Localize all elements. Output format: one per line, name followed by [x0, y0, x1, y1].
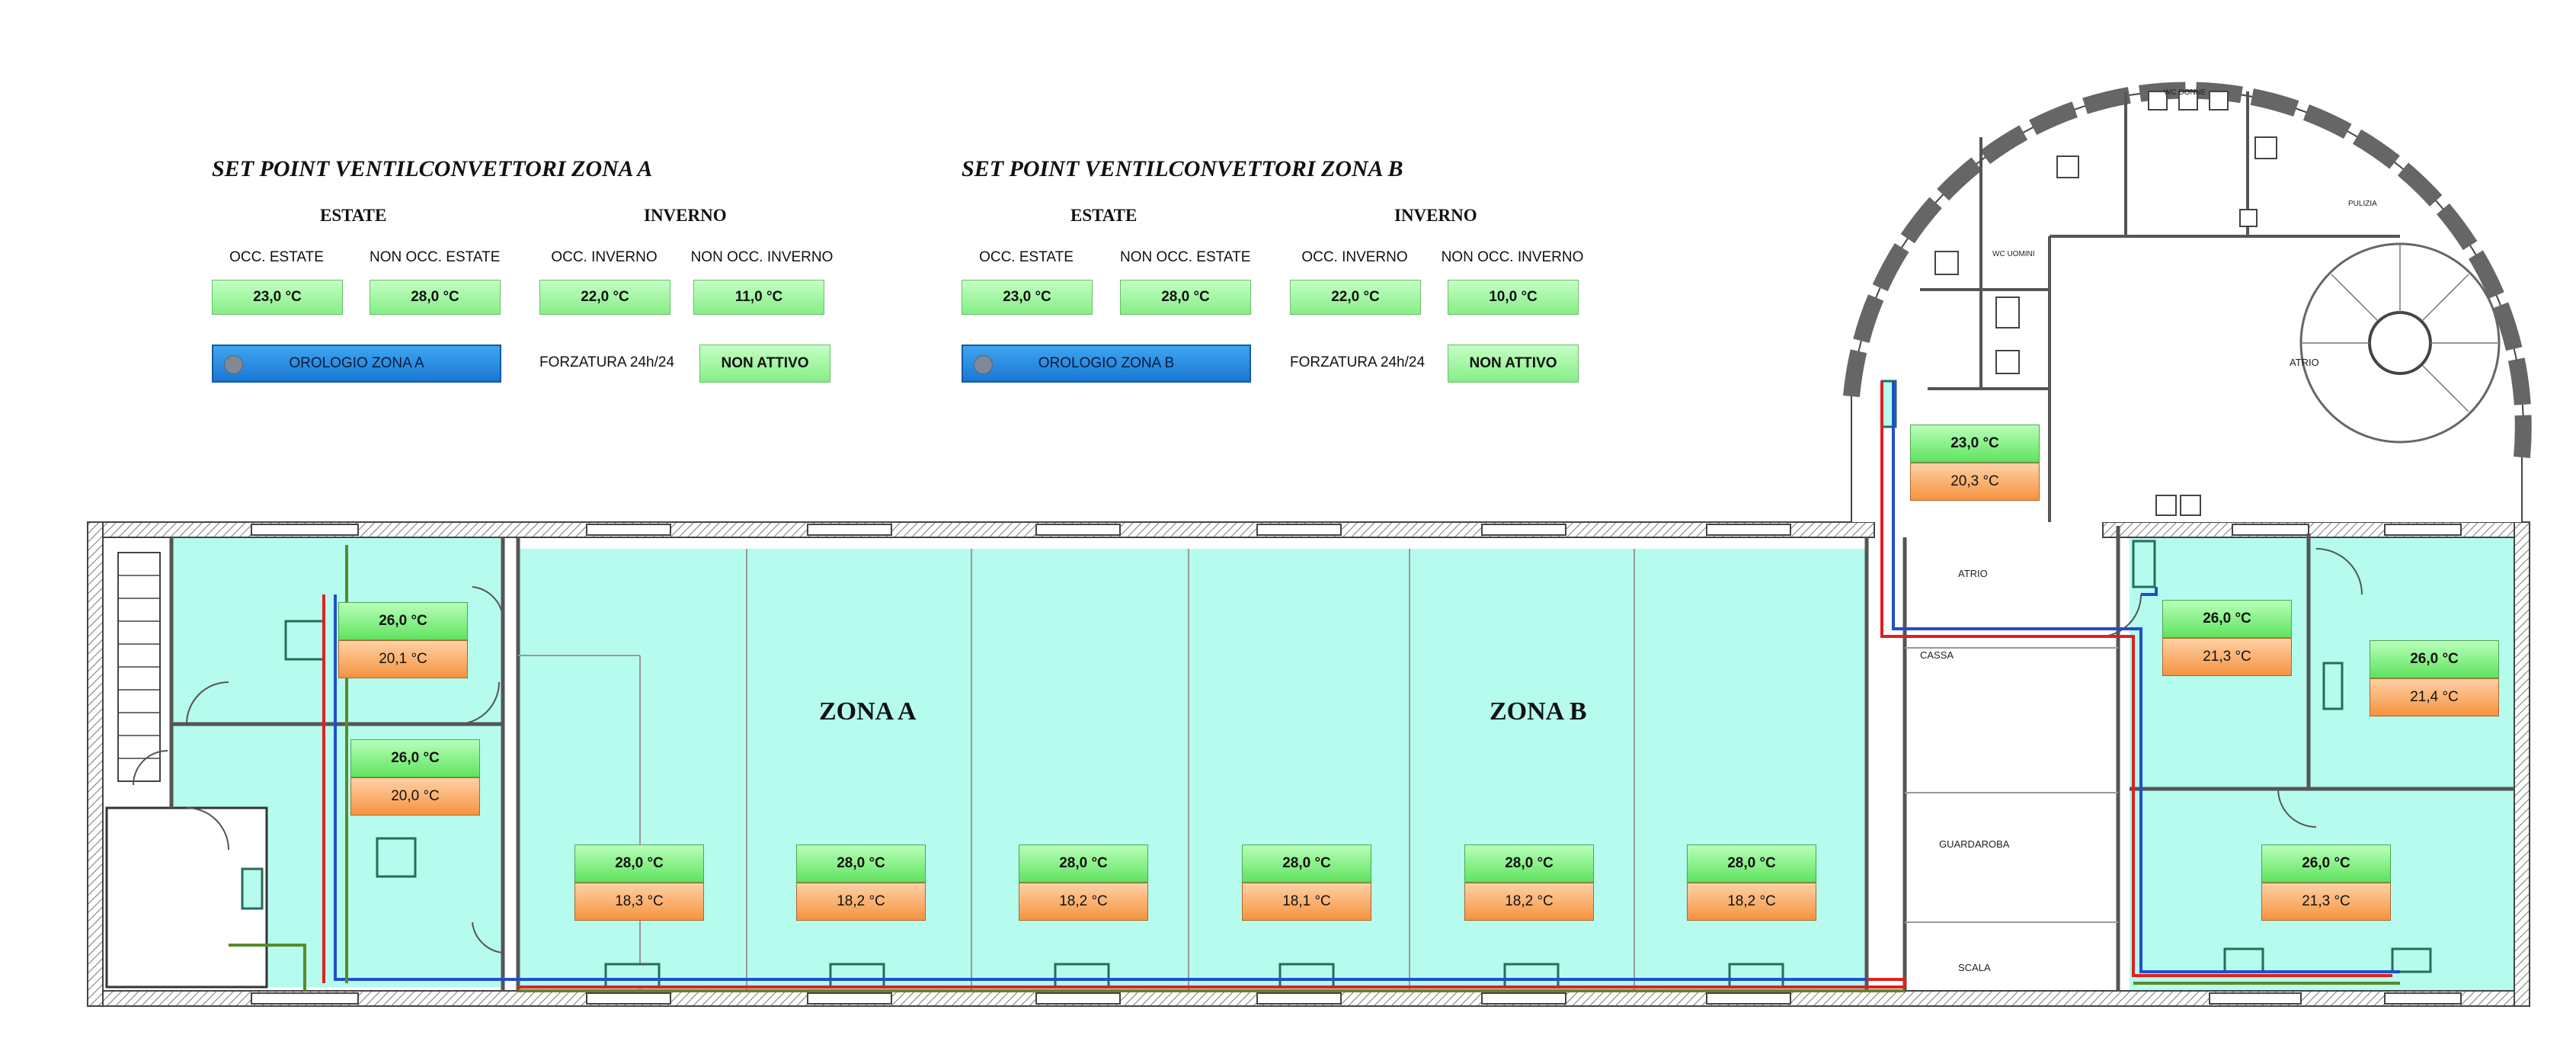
thermostat-t3: 28,0 °C 18,3 °C [574, 844, 704, 921]
thermostat-setpoint[interactable]: 26,0 °C [2162, 600, 2292, 638]
panel-a-inverno-header: INVERNO [644, 206, 727, 225]
thermostat-setpoint[interactable]: 23,0 °C [1910, 425, 2040, 463]
room-label-pulizia: PULIZIA [2348, 200, 2377, 208]
clock-status-indicator [974, 355, 993, 374]
panel-a-non-occ-inverno-label: NON OCC. INVERNO [690, 249, 834, 265]
thermostat-temperature: 18,2 °C [1019, 883, 1148, 921]
thermostat-temperature: 21,3 °C [2261, 883, 2391, 921]
panel-a-estate-header: ESTATE [320, 206, 387, 225]
room-label-wc-uomini: WC UOMINI [1992, 250, 2035, 258]
panel-a-force-button[interactable]: NON ATTIVO [699, 345, 830, 383]
thermostat-t11: 26,0 °C 21,4 °C [2370, 640, 2499, 716]
panel-b-non-occ-estate-label: NON OCC. ESTATE [1120, 249, 1251, 265]
thermostat-temperature: 21,3 °C [2162, 638, 2292, 676]
panel-b-occ-estate-setpoint[interactable]: 23,0 °C [962, 280, 1093, 315]
thermostat-t9: 23,0 °C 20,3 °C [1910, 425, 2040, 501]
zone-b-label: ZONA B [1490, 697, 1587, 726]
thermostat-setpoint[interactable]: 28,0 °C [1687, 844, 1816, 883]
thermostat-temperature: 20,3 °C [1910, 463, 2040, 501]
thermostat-setpoint[interactable]: 26,0 °C [350, 739, 480, 777]
panel-a-occ-estate-label: OCC. ESTATE [229, 249, 324, 265]
panel-a-occ-inverno-label: OCC. INVERNO [551, 249, 658, 265]
thermostat-t12: 26,0 °C 21,3 °C [2261, 844, 2391, 921]
thermostat-temperature: 21,4 °C [2370, 678, 2499, 716]
thermostat-setpoint[interactable]: 26,0 °C [2261, 844, 2391, 883]
panel-a-non-occ-inverno-setpoint[interactable]: 11,0 °C [693, 280, 824, 315]
room-label-scala: SCALA [1958, 962, 1991, 973]
panel-a-force-label: FORZATURA 24h/24 [539, 354, 675, 370]
thermostat-temperature: 20,0 °C [350, 777, 480, 816]
thermostat-temperature: 18,3 °C [574, 883, 704, 921]
panel-b-occ-estate-label: OCC. ESTATE [979, 249, 1074, 265]
thermostat-setpoint[interactable]: 28,0 °C [574, 844, 704, 883]
panel-b-force-label: FORZATURA 24h/24 [1290, 354, 1426, 370]
thermostat-setpoint[interactable]: 28,0 °C [796, 844, 926, 883]
panel-b-non-occ-inverno-setpoint[interactable]: 10,0 °C [1448, 280, 1579, 315]
panel-b-force-button[interactable]: NON ATTIVO [1448, 345, 1579, 383]
room-label-atrio-tower: ATRIO [2290, 357, 2319, 368]
panel-a-occ-estate-setpoint[interactable]: 23,0 °C [212, 280, 343, 315]
thermostat-temperature: 18,2 °C [796, 883, 926, 921]
room-label-cassa: CASSA [1920, 649, 1954, 661]
panel-a-occ-inverno-setpoint[interactable]: 22,0 °C [539, 280, 670, 315]
panel-b-occ-inverno-setpoint[interactable]: 22,0 °C [1290, 280, 1421, 315]
thermostat-temperature: 18,1 °C [1242, 883, 1371, 921]
thermostat-setpoint[interactable]: 28,0 °C [1242, 844, 1371, 883]
zone-fill-main [518, 549, 1867, 991]
room-label-atrio: ATRIO [1958, 568, 1988, 579]
panel-b-inverno-header: INVERNO [1394, 206, 1477, 225]
panel-b-occ-inverno-label: OCC. INVERNO [1301, 249, 1408, 265]
panel-b-clock-label: OROLOGIO ZONA B [1038, 355, 1175, 371]
panel-a-clock-button[interactable]: OROLOGIO ZONA A [212, 345, 501, 383]
thermostat-setpoint[interactable]: 26,0 °C [338, 602, 468, 640]
panel-b-estate-header: ESTATE [1070, 206, 1138, 225]
panel-a-non-occ-estate-setpoint[interactable]: 28,0 °C [370, 280, 501, 315]
thermostat-setpoint[interactable]: 28,0 °C [1019, 844, 1148, 883]
thermostat-t10: 26,0 °C 21,3 °C [2162, 600, 2292, 676]
panel-b-non-occ-inverno-label: NON OCC. INVERNO [1441, 249, 1584, 265]
thermostat-t2: 26,0 °C 20,0 °C [350, 739, 480, 816]
panel-b-clock-button[interactable]: OROLOGIO ZONA B [962, 345, 1251, 383]
thermostat-temperature: 18,2 °C [1687, 883, 1816, 921]
clock-status-indicator [224, 355, 243, 374]
panel-a-non-occ-estate-label: NON OCC. ESTATE [370, 249, 501, 265]
thermostat-temperature: 18,2 °C [1464, 883, 1594, 921]
panel-a-clock-label: OROLOGIO ZONA A [289, 355, 424, 371]
room-label-wc-donne: WC DONNE [2164, 88, 2206, 97]
thermostat-temperature: 20,1 °C [338, 640, 468, 678]
panel-b-non-occ-estate-setpoint[interactable]: 28,0 °C [1120, 280, 1251, 315]
panel-a-title: SET POINT VENTILCONVETTORI ZONA A [212, 156, 653, 181]
panel-b-title: SET POINT VENTILCONVETTORI ZONA B [962, 156, 1403, 181]
thermostat-t4: 28,0 °C 18,2 °C [796, 844, 926, 921]
room-label-guardaroba: GUARDAROBA [1939, 838, 2010, 850]
thermostat-setpoint[interactable]: 26,0 °C [2370, 640, 2499, 678]
thermostat-setpoint[interactable]: 28,0 °C [1464, 844, 1594, 883]
thermostat-t6: 28,0 °C 18,1 °C [1242, 844, 1371, 921]
thermostat-t1: 26,0 °C 20,1 °C [338, 602, 468, 678]
thermostat-t7: 28,0 °C 18,2 °C [1464, 844, 1594, 921]
zone-a-label: ZONA A [819, 697, 917, 726]
thermostat-t8: 28,0 °C 18,2 °C [1687, 844, 1816, 921]
thermostat-t5: 28,0 °C 18,2 °C [1019, 844, 1148, 921]
